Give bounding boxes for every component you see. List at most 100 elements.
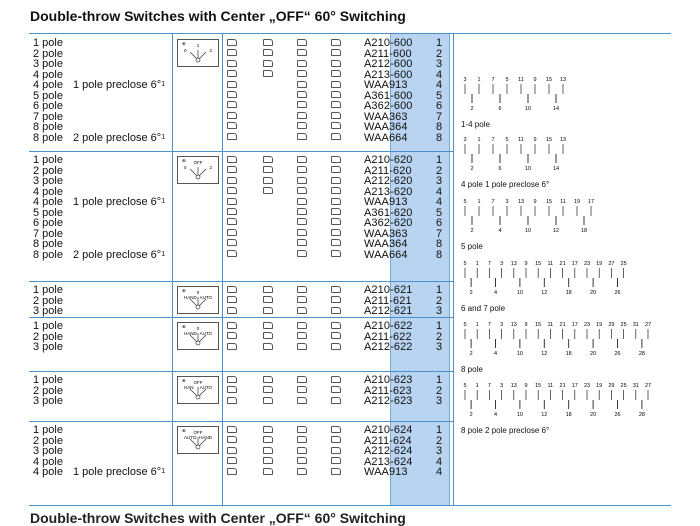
mounting-style-icon-column: [297, 426, 311, 478]
pole-number-column-item: 3: [435, 175, 443, 187]
pole-count-column-item: 7 pole: [33, 110, 63, 123]
mounting-icon: [227, 132, 237, 140]
pole-count-column-item: 3 pole: [33, 341, 63, 353]
terminal-label: 11: [548, 322, 554, 328]
terminal-label: 5: [463, 199, 466, 205]
note-column-item: [73, 218, 183, 229]
pole-number-column-item: 3: [435, 395, 443, 407]
pole-count-column-item: 5 pole: [33, 89, 63, 102]
svg-text:⊕: ⊕: [182, 158, 186, 163]
order-code-column-item: A212-622: [364, 341, 413, 353]
order-code-column-item: A211-600: [364, 47, 412, 60]
mounting-icon: [331, 322, 341, 329]
order-code-column-item: A210-622: [364, 320, 413, 332]
column-divider: [222, 34, 223, 505]
terminal-label: 4: [494, 351, 497, 357]
terminal-label: 12: [541, 290, 547, 296]
diagram-label: 8 pole 2 pole preclose 6°: [461, 426, 550, 435]
terminal-label: 11: [548, 261, 554, 267]
mounting-icon: [297, 239, 307, 247]
note-column-item: [73, 155, 183, 166]
pole-count-column-item: 1 pole: [33, 154, 63, 166]
mounting-icon: [331, 156, 341, 163]
terminal-label: 27: [608, 261, 614, 267]
mounting-icon: [227, 228, 237, 236]
terminal-label: 10: [517, 351, 523, 357]
pole-count-column-item: 5 pole: [33, 206, 63, 219]
note-column-item: [73, 101, 183, 112]
note-column-item: [73, 285, 183, 296]
note-column-item: 1 pole preclose 6°1: [73, 196, 166, 208]
note-column: [73, 285, 183, 317]
terminal-label: 17: [588, 199, 594, 205]
mounting-icon: [227, 306, 237, 314]
note-column-item: [73, 386, 183, 397]
mounting-style-icon-column: [263, 376, 277, 407]
pole-count-column-item: 6 pole: [33, 100, 63, 112]
note-column-item: [73, 321, 183, 332]
mounting-icon: [331, 376, 341, 383]
terminal-label: 9: [533, 77, 536, 83]
pole-number-column-item: 8: [435, 131, 443, 144]
terminal-label: 2: [470, 228, 473, 234]
order-code-column-item: A213-624: [364, 455, 413, 468]
mounting-icon: [263, 156, 273, 163]
mounting-style-icon-column: [297, 322, 311, 353]
mounting-icon: [297, 396, 307, 404]
order-code-column-item: A211-620: [364, 164, 412, 177]
mounting-icon: [263, 342, 273, 350]
svg-text:2: 2: [209, 48, 212, 53]
mounting-icon: [227, 457, 237, 465]
mounting-icon: [227, 426, 237, 433]
mounting-icon: [227, 296, 237, 304]
terminal-label: 5: [505, 137, 508, 143]
note-column-item: 2 pole preclose 6°1: [73, 248, 166, 261]
mounting-icon: [227, 111, 237, 119]
terminal-label: 1: [477, 199, 480, 205]
mounting-icon: [297, 332, 307, 340]
note-column-item: 1 pole preclose 6°1: [73, 79, 166, 91]
pole-number-column-item: 4: [435, 79, 443, 91]
mounting-icon: [227, 218, 237, 226]
mounting-icon: [263, 306, 273, 314]
mounting-icon: [227, 156, 237, 163]
mounting-icon: [263, 187, 273, 195]
order-code-column-item: A361-620: [364, 206, 413, 219]
mounting-style-icon-column: [297, 376, 311, 407]
pole-number-column-item: 5: [435, 89, 443, 102]
mounting-style-icon-column: [227, 322, 241, 353]
terminal-label: 3: [500, 261, 503, 267]
mounting-icon: [263, 436, 273, 444]
terminal-label: 1: [477, 77, 480, 83]
mounting-icon: [297, 166, 307, 174]
mounting-icon: [263, 176, 273, 184]
pole-count-column-item: 3 pole: [33, 175, 63, 187]
pole-count-column-item: 2 pole: [33, 47, 63, 60]
mounting-icon: [297, 342, 307, 350]
pole-count-column-item: 8 pole: [33, 248, 63, 261]
terminal-label: 4: [494, 412, 497, 418]
note-column-item: 1 pole preclose 6°1: [73, 466, 166, 478]
note-column-item: [73, 38, 183, 49]
order-code-column-item: WAA913: [364, 196, 408, 208]
terminal-label: 15: [546, 199, 552, 205]
terminal-label: 13: [511, 322, 517, 328]
note-column-item: 2 pole preclose 6°1: [73, 131, 166, 144]
mounting-icon: [227, 197, 237, 205]
svg-text:0: 0: [184, 165, 187, 170]
terminal-label: 15: [535, 383, 541, 389]
terminal-label: 1: [476, 383, 479, 389]
terminal-label: 15: [535, 322, 541, 328]
mounting-icon: [331, 286, 341, 293]
pole-number-column-item: 4: [435, 68, 443, 81]
terminal-label: 2: [470, 290, 473, 296]
mounting-icon: [297, 39, 307, 46]
mounting-icon: [227, 90, 237, 98]
mounting-style-icon-column: [227, 286, 241, 317]
svg-text:HAND: HAND: [199, 435, 213, 440]
note-column-item: [73, 49, 183, 60]
